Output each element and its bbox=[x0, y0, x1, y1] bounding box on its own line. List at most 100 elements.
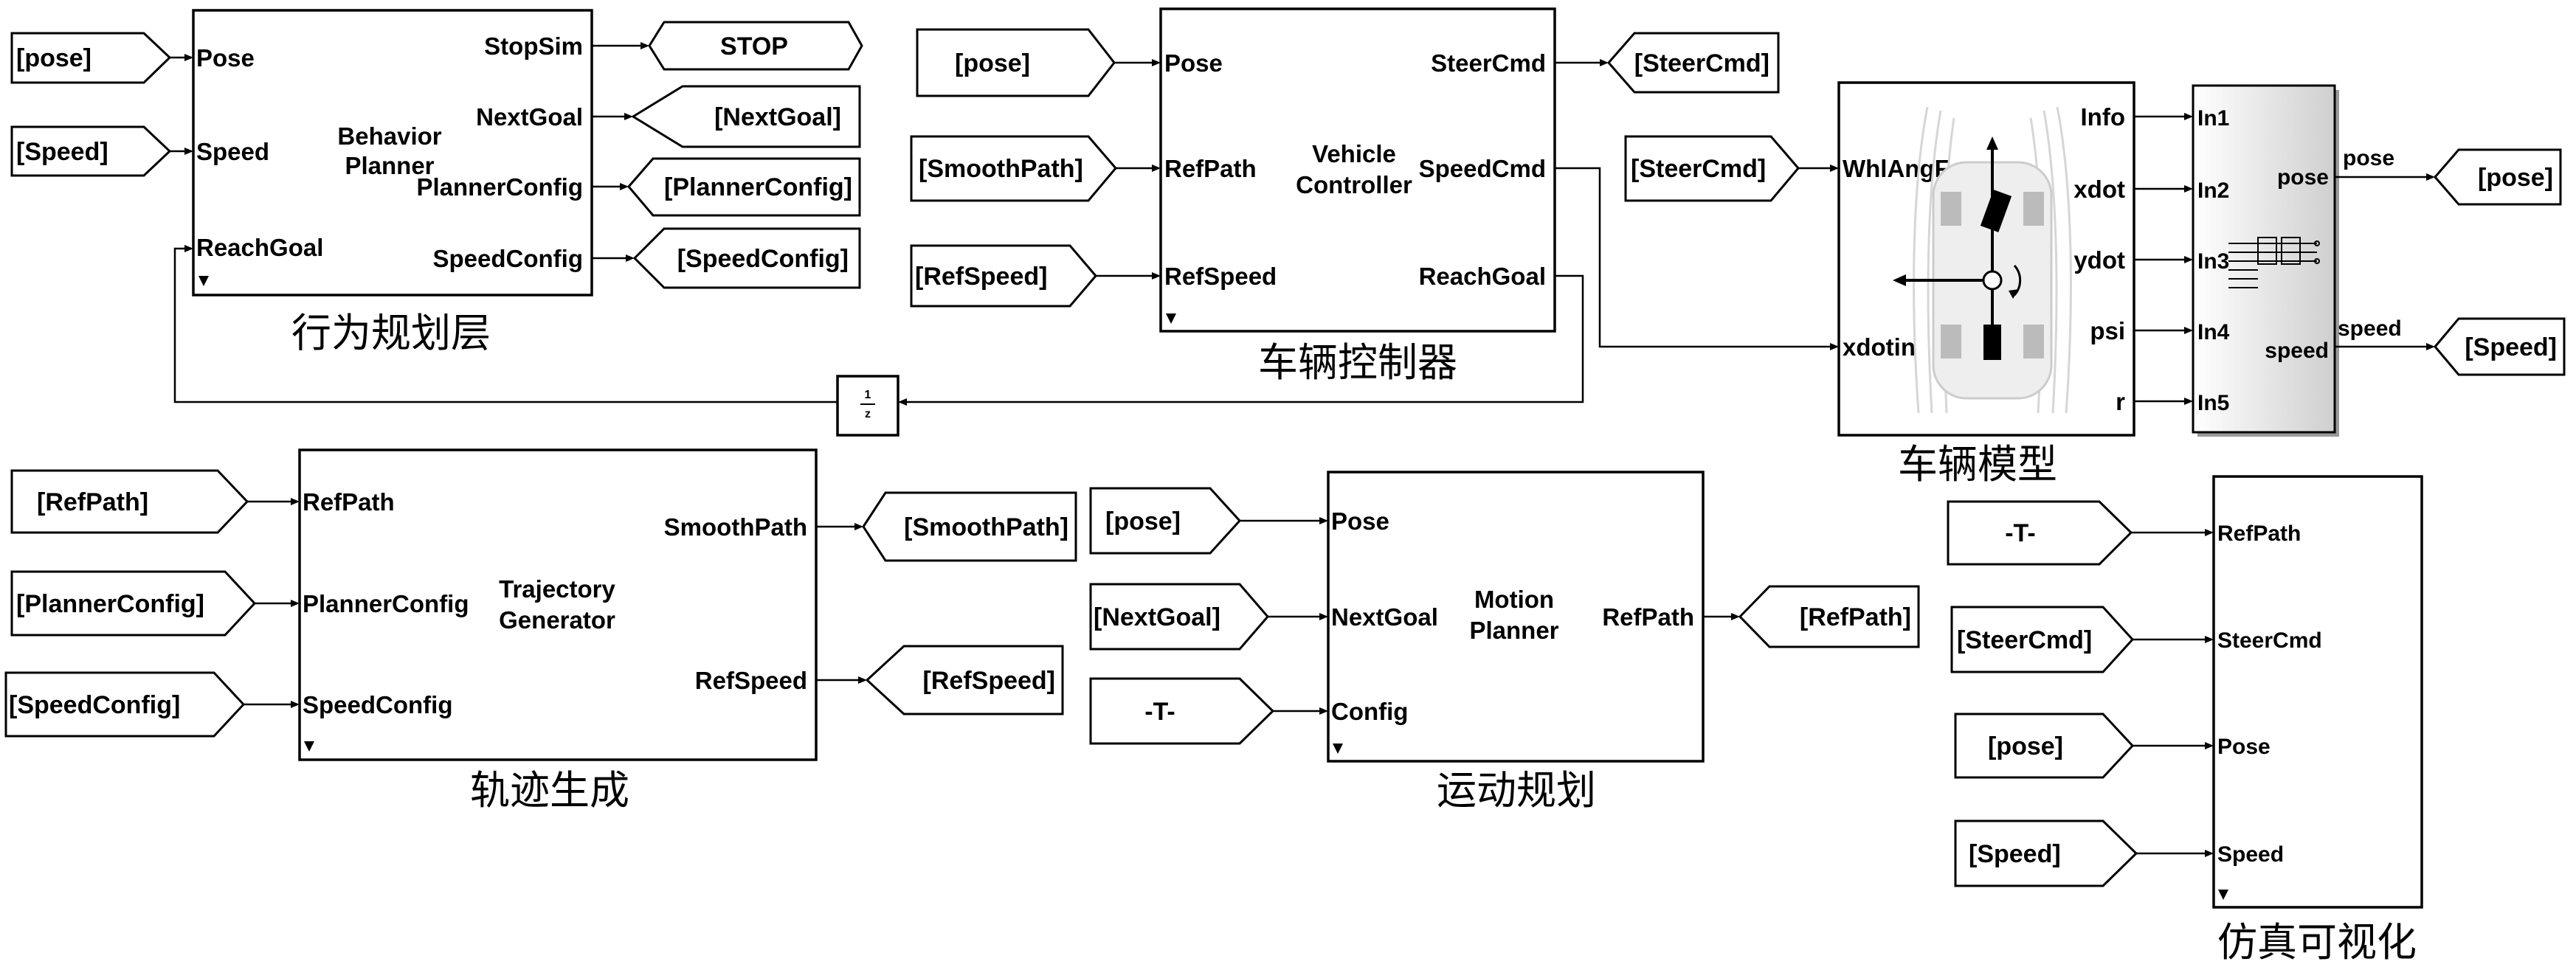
goto-tag-refspeed[interactable]: [RefSpeed] bbox=[865, 645, 1064, 715]
svg-text:[SmoothPath]: [SmoothPath] bbox=[919, 155, 1083, 183]
bp-in-reachgoal: ReachGoal bbox=[196, 234, 323, 261]
vm-out-ydot: ydot bbox=[2073, 246, 2125, 274]
vm-out-r: r bbox=[2116, 388, 2125, 415]
vm-out-psi: psi bbox=[2090, 317, 2125, 344]
caption-trajectory-generator: 轨迹生成 bbox=[470, 767, 629, 814]
from-tag-steercmd-vis[interactable]: [SteerCmd] bbox=[1950, 606, 2135, 673]
sub-in-4: In4 bbox=[2197, 320, 2230, 344]
bp-out-stopsim: StopSim bbox=[484, 32, 583, 60]
from-tag-nextgoal-mp[interactable]: [NextGoal] bbox=[1089, 583, 1269, 651]
behavior-planner-group: [pose] [Speed] Pose Speed ReachGoal Stop… bbox=[10, 9, 863, 356]
goto-tag-pose-bp[interactable]: [pose] bbox=[10, 32, 172, 84]
from-tag-pose-mp[interactable]: [pose] bbox=[1089, 487, 1242, 555]
sub-in-1: In1 bbox=[2197, 106, 2229, 131]
unit-delay-block[interactable]: 1 z bbox=[836, 375, 899, 437]
from-tag-T-vis[interactable]: -T- bbox=[1947, 500, 2133, 566]
mp-in-nextgoal: NextGoal bbox=[1331, 603, 1438, 631]
goto-tag-pose-sub[interactable]: [pose] bbox=[2434, 148, 2562, 206]
svg-text:[RefPath]: [RefPath] bbox=[37, 488, 148, 516]
goto-tag-nextgoal[interactable]: [NextGoal] bbox=[631, 85, 861, 148]
tg-out-refspeed: RefSpeed bbox=[695, 667, 807, 694]
goto-tag-speed-sub[interactable]: [Speed] bbox=[2434, 317, 2566, 376]
vc-in-refpath: RefPath bbox=[1164, 155, 1257, 182]
tg-out-smoothpath: SmoothPath bbox=[664, 513, 807, 541]
goto-tag-steercmd[interactable]: [SteerCmd] bbox=[1607, 32, 1780, 94]
vm-out-info: Info bbox=[2081, 103, 2125, 131]
bp-in-speed: Speed bbox=[196, 138, 269, 165]
subsystem-signal-icon bbox=[2228, 237, 2320, 288]
bp-in-pose: Pose bbox=[196, 44, 255, 72]
vc-out-reachgoal: ReachGoal bbox=[1419, 263, 1546, 290]
goto-tag-smoothpath[interactable]: [SmoothPath] bbox=[862, 491, 1077, 562]
bp-name-2: Planner bbox=[345, 152, 434, 179]
vehicle-controller-block[interactable] bbox=[1159, 7, 1556, 333]
visualization-block[interactable] bbox=[2212, 475, 2423, 909]
svg-text:-T-: -T- bbox=[1144, 698, 1175, 726]
goto-tag-refpath[interactable]: [RefPath] bbox=[1738, 585, 1920, 648]
svg-text:z: z bbox=[865, 408, 871, 420]
vc-in-refspeed: RefSpeed bbox=[1164, 263, 1277, 290]
tg-name-2: Generator bbox=[499, 606, 615, 634]
svg-text:[pose]: [pose] bbox=[1105, 507, 1181, 536]
sub-in-5: In5 bbox=[2197, 391, 2229, 415]
from-tag-T-mp[interactable]: -T- bbox=[1089, 677, 1275, 745]
svg-text:1: 1 bbox=[865, 389, 871, 401]
trajectory-generator-group: [RefPath] [PlannerConfig] [SpeedConfig] … bbox=[4, 448, 1077, 814]
goto-tag-speedconfig[interactable]: [SpeedConfig] bbox=[632, 227, 861, 289]
wire-label-pose: pose bbox=[2343, 146, 2394, 170]
subsystem-group: In1 In2 In3 In4 In5 pose speed pose [pos… bbox=[2192, 84, 2566, 437]
from-tag-refspeed-vc[interactable]: [RefSpeed] bbox=[910, 244, 1097, 308]
svg-text:STOP: STOP bbox=[720, 32, 788, 60]
from-tag-pose-vis[interactable]: [pose] bbox=[1954, 713, 2135, 779]
tg-in-refpath: RefPath bbox=[303, 488, 395, 516]
mp-in-pose: Pose bbox=[1331, 507, 1389, 535]
mp-out-refpath: RefPath bbox=[1602, 603, 1694, 631]
bp-out-nextgoal: NextGoal bbox=[476, 103, 583, 131]
from-tag-plannerconfig-tg[interactable]: [PlannerConfig] bbox=[10, 570, 257, 637]
library-link-icon bbox=[198, 276, 209, 286]
svg-text:[NextGoal]: [NextGoal] bbox=[1094, 603, 1220, 631]
svg-text:[pose]: [pose] bbox=[16, 44, 91, 72]
svg-text:[pose]: [pose] bbox=[1988, 732, 2063, 760]
sub-in-2: In2 bbox=[2197, 179, 2229, 203]
library-link-icon bbox=[2218, 890, 2228, 900]
stop-block[interactable]: STOP bbox=[648, 21, 863, 71]
svg-text:[pose]: [pose] bbox=[2478, 164, 2553, 192]
tg-in-speedconfig: SpeedConfig bbox=[303, 691, 453, 718]
sub-out-speed: speed bbox=[2265, 339, 2329, 363]
trajectory-generator-block[interactable] bbox=[298, 448, 818, 761]
tg-in-plannerconfig: PlannerConfig bbox=[303, 590, 469, 617]
subsystem-block[interactable] bbox=[2192, 84, 2336, 434]
vis-in-refpath: RefPath bbox=[2217, 521, 2301, 546]
svg-text:-T-: -T- bbox=[2005, 519, 2036, 547]
svg-text:[RefSpeed]: [RefSpeed] bbox=[923, 667, 1055, 695]
vc-out-speedcmd: SpeedCmd bbox=[1419, 155, 1546, 182]
sub-in-3: In3 bbox=[2197, 249, 2229, 274]
from-tag-speed-vis[interactable]: [Speed] bbox=[1954, 819, 2138, 887]
caption-vehicle-controller: 车辆控制器 bbox=[1258, 339, 1457, 386]
svg-text:[Speed]: [Speed] bbox=[16, 138, 108, 166]
vc-name-2: Controller bbox=[1296, 171, 1412, 198]
from-tag-speedconfig-tg[interactable]: [SpeedConfig] bbox=[4, 671, 246, 738]
svg-text:[SteerCmd]: [SteerCmd] bbox=[1634, 49, 1769, 77]
svg-text:[Speed]: [Speed] bbox=[2465, 333, 2557, 361]
svg-text:[pose]: [pose] bbox=[955, 49, 1030, 77]
behavior-planner-block[interactable] bbox=[192, 9, 593, 297]
from-tag-refpath-tg[interactable]: [RefPath] bbox=[10, 469, 249, 534]
vc-out-steercmd: SteerCmd bbox=[1431, 49, 1546, 77]
from-tag-smoothpath-vc[interactable]: [SmoothPath] bbox=[910, 135, 1117, 202]
svg-text:[PlannerConfig]: [PlannerConfig] bbox=[664, 173, 852, 201]
svg-text:[SpeedConfig]: [SpeedConfig] bbox=[9, 691, 180, 719]
bp-out-plannerconfig: PlannerConfig bbox=[416, 173, 583, 201]
caption-vehicle-model: 车辆模型 bbox=[1898, 441, 2057, 488]
from-tag-steercmd-vm[interactable]: [SteerCmd] bbox=[1624, 135, 1800, 202]
goto-tag-plannerconfig[interactable]: [PlannerConfig] bbox=[627, 157, 861, 217]
from-tag-pose-vc[interactable]: [pose] bbox=[916, 28, 1116, 97]
caption-behavior-planner: 行为规划层 bbox=[291, 310, 491, 356]
from-tag-speed-bp[interactable]: [Speed] bbox=[10, 125, 172, 177]
svg-text:[NextGoal]: [NextGoal] bbox=[714, 103, 841, 131]
vehicle-top-view-icon bbox=[1893, 106, 2072, 414]
svg-text:[RefSpeed]: [RefSpeed] bbox=[915, 263, 1047, 291]
mp-in-config: Config bbox=[1331, 698, 1408, 725]
vc-in-pose: Pose bbox=[1164, 49, 1223, 77]
